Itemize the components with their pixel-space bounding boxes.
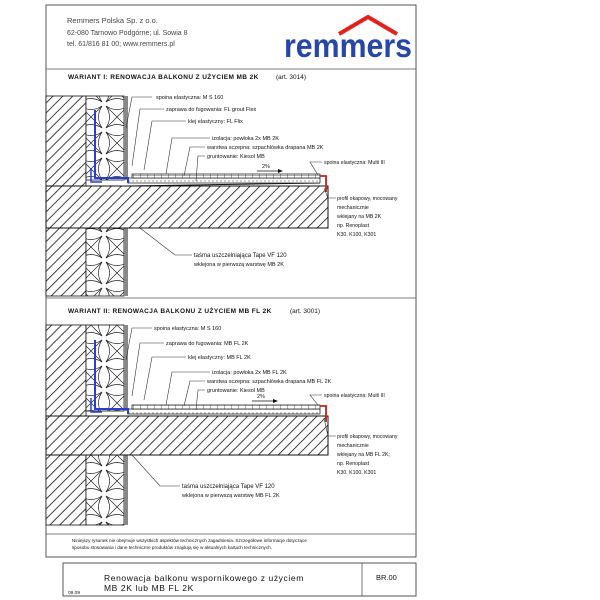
- screed-layer: [127, 408, 321, 415]
- balcony-slab: [45, 415, 329, 456]
- thermal-insulation-lower: [85, 454, 125, 526]
- leader-lines: [125, 96, 336, 256]
- v1-label-drip-profile-5: K30, K100, K301: [337, 232, 376, 238]
- balcony-slab: [45, 185, 329, 229]
- v1-label-primer: gruntowanie: Kiesol MB: [207, 154, 265, 160]
- thermal-insulation: [85, 95, 125, 181]
- slope-label: 2%: [262, 164, 270, 170]
- v2-label-bond-coat: warstwa sczepna: szpachlówka drapana MB …: [206, 379, 332, 385]
- v1-label-drip-profile-4: np. Renoplast: [337, 223, 370, 229]
- v1-label-flexible-joint: spoina elastyczna: M S 160: [156, 95, 223, 101]
- render-layer-lower: [124, 228, 128, 296]
- disclaimer-line-2: sposobu stosowania i dane techniczne pro…: [72, 545, 272, 550]
- v1-label-tape-note: wklejona w pierwszą warstwę MB 2K: [193, 262, 284, 268]
- drawing-date: 09.09: [68, 590, 80, 596]
- tile-layer: [131, 404, 321, 410]
- thermal-insulation: [85, 324, 125, 412]
- drawing-code: BR.00: [376, 573, 397, 582]
- variant-2-section: WARIANT II: RENOWACJA BALKONU Z UŻYCIEM …: [45, 307, 398, 526]
- header: Remmers Polska Sp. z o.o. 62-080 Tarnowo…: [67, 14, 412, 64]
- v1-label-drip-profile-1: profil okapowy, mocowany: [337, 196, 398, 202]
- company-name: Remmers Polska Sp. z o.o.: [67, 16, 158, 25]
- v2-label-primer: gruntowanie: Kiesol MB: [207, 388, 265, 394]
- disclaimer-line-1: Niniejszy rysunek nie obejmuje wszystkic…: [72, 538, 307, 543]
- drawing-title-line-2: MB 2K lub MB FL 2K: [104, 583, 194, 593]
- v2-label-tape-note: wklejona w pierwszą warstwę MB FL 2K: [181, 493, 280, 499]
- tile-layer: [131, 173, 321, 179]
- drip-edge-profile: [320, 175, 327, 192]
- title-block: Renowacja balkonu wspornikowego z użycie…: [68, 573, 397, 596]
- sealing-tape: [94, 110, 129, 183]
- v2-label-flexible-joint: spoina elastyczna: M S 160: [154, 326, 221, 332]
- thermal-insulation-lower: [85, 227, 125, 297]
- v1-label-drip-profile-3: wklejany na MB 2K: [337, 214, 382, 220]
- v2-label-insulation: izolacja: powłoka 2x MB FL 2K: [212, 370, 287, 376]
- v2-label-drip-profile-4: np. Renoplast: [337, 461, 370, 467]
- leader-lines: [125, 327, 336, 487]
- drip-edge-profile: [320, 405, 327, 422]
- remmers-logo: remmers: [284, 14, 412, 64]
- variant-2-art: (art. 3001): [290, 308, 320, 315]
- drawing-title-line-1: Renowacja balkonu wspornikowego z użycie…: [104, 573, 304, 583]
- v2-label-drip-profile-5: K30, K100, K301: [337, 470, 376, 476]
- v1-label-adhesive: klej elastyczny: FL Flix: [188, 119, 243, 125]
- v2-label-adhesive: klej elastyczny: MB FL 2K: [188, 355, 251, 361]
- svg-text:remmers: remmers: [284, 27, 412, 64]
- v1-label-tape: taśma uszczelniająca Tape VF 120: [194, 253, 287, 259]
- v1-label-drip-profile-2: mechanicznie: [337, 205, 369, 211]
- company-address: 62-080 Tarnowo Podgórne; ul. Sowia 8: [67, 30, 188, 37]
- v2-label-drip-profile-3: wklejany na MB FL 2K;: [337, 452, 390, 458]
- v1-label-grout: zaprawa do fugowania: FL grout Flex: [166, 107, 257, 113]
- variant-1-art: (art. 3014): [276, 74, 306, 81]
- company-contact: tel. 61/816 81 00; www.remmers.pl: [67, 41, 175, 48]
- screed-layer: [127, 177, 321, 184]
- v2-label-grout: zaprawa do fugowania: MB FL 2K: [166, 341, 249, 347]
- slope-label: 2%: [257, 394, 265, 400]
- variant-2-title: WARIANT II: RENOWACJA BALKONU Z UŻYCIEM …: [68, 307, 272, 315]
- disclaimer: Niniejszy rysunek nie obejmuje wszystkic…: [72, 538, 307, 550]
- v1-label-edge-joint: spoina elastyczna: Multi III: [324, 160, 385, 166]
- v2-label-drip-profile-1: profil okapowy, mocowany: [337, 434, 398, 440]
- v2-label-edge-joint: spoina elastyczna: Multi III: [324, 393, 385, 399]
- variant-1-title: WARIANT I: RENOWACJA BALKONU Z UŻYCIEM M…: [68, 73, 259, 81]
- v2-label-tape: taśma uszczelniająca Tape VF 120: [182, 484, 275, 490]
- sealing-tape: [94, 340, 129, 414]
- variant-1-section: WARIANT I: RENOWACJA BALKONU Z UŻYCIEM M…: [45, 73, 398, 297]
- sheet-frame: [45, 4, 417, 597]
- v1-label-insulation: izolacja: powłoka 2x MB 2K: [212, 136, 279, 142]
- v2-label-drip-profile-2: mechanicznie: [337, 443, 369, 449]
- render-layer: [124, 96, 128, 180]
- v1-label-bond-coat: warstwa sczepna: szpachlówka drapana MB …: [206, 145, 324, 151]
